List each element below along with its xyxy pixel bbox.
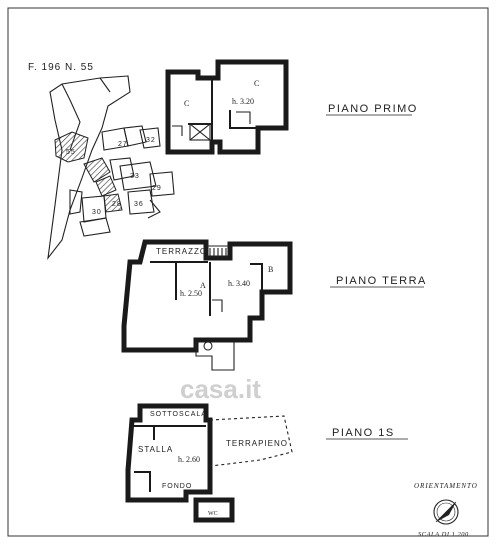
plan-piano-1s: SOTTOSCALA STALLA TERRAPIENO h. 2.60 FON… (125, 403, 408, 523)
cadastral-map: F. 196 N. 55 55 27 32 33 29 36 30 28 (28, 62, 175, 260)
room-a: A (200, 281, 206, 290)
room-terrace: TERRAZZO (156, 247, 207, 256)
room-sottoscala: SOTTOSCALA (150, 411, 207, 418)
parcel-label: 32 (146, 137, 156, 144)
legend: ORIENTAMENTO SCALA DI 1.200 (414, 482, 478, 538)
parcel-label: 29 (152, 185, 162, 192)
room-terrapieno: TERRAPIENO (226, 439, 288, 448)
room-stalla: STALLA (138, 445, 173, 454)
watermark: casa.it (180, 374, 261, 404)
parcel-label: 36 (134, 201, 144, 208)
height-right: h. 3.40 (228, 279, 250, 288)
floor-label-terra: PIANO TERRA (336, 275, 427, 287)
scale-label: SCALA DI 1.200 (418, 531, 469, 538)
parcel-label: 27 (118, 141, 128, 148)
compass-icon (433, 499, 459, 525)
plan-piano-terra: TERRAZZO h. 2.50 h. 3.40 B A PIANO TERRA (121, 239, 427, 371)
sheet-reference: F. 196 N. 55 (28, 62, 94, 73)
room-wc: WC (208, 511, 218, 517)
parcel-label: 28 (112, 201, 122, 208)
height-left: h. 2.50 (180, 289, 202, 298)
floor-label-primo: PIANO PRIMO (328, 103, 418, 115)
height-s1: h. 2.60 (178, 455, 200, 464)
parcel-55-hatched (54, 131, 89, 163)
room-b: B (268, 265, 273, 274)
parcel-label: 55 (66, 149, 76, 156)
parcel-label: 33 (130, 173, 140, 180)
room-fondo: FONDO (162, 483, 192, 490)
room-c-right: C (254, 79, 259, 88)
plan-piano-primo: C C h. 3.20 PIANO PRIMO (165, 59, 418, 155)
parcel-label: 30 (92, 209, 102, 216)
sheet-frame (7, 7, 489, 537)
room-c-left: C (184, 99, 189, 108)
floor-label-s1: PIANO 1S (332, 427, 395, 439)
ceiling-height: h. 3.20 (232, 97, 254, 106)
orientation-label: ORIENTAMENTO (414, 482, 478, 490)
